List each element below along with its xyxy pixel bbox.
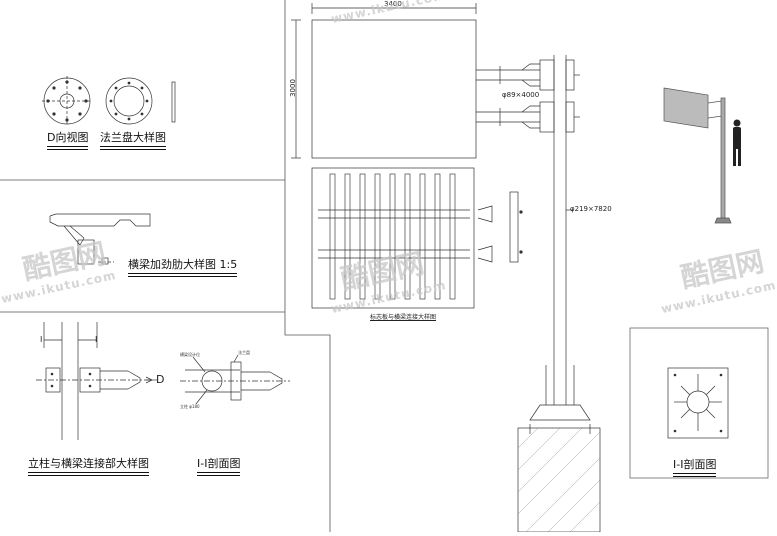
column-figure [517, 55, 601, 533]
label-section-mark-left: I [40, 335, 43, 344]
caption-column-beam-detail: 立柱与横梁连接部大样图 [28, 455, 149, 476]
perspective-figure [663, 87, 741, 224]
sign-beam-figure [311, 167, 523, 309]
caption-sign-beam-detail: 标志板与横梁连接大样图 [370, 314, 437, 321]
label-note-a: 横梁设计位 [180, 352, 200, 357]
caption-section-left: I-I剖面图 [197, 455, 241, 476]
dimension-board-height: 3000 [288, 79, 297, 97]
label-note-c: 立柱 φ180 [180, 404, 200, 409]
caption-section-right: I-I剖面图 [673, 456, 717, 477]
rib-figure [49, 213, 151, 265]
section-left-figure [180, 354, 290, 405]
caption-rib-detail: 横梁加劲肋大样图 1:5 [128, 256, 238, 277]
sign-board-figure [291, 3, 580, 159]
flange-figure [105, 77, 176, 125]
dimension-board-width: 3400 [384, 0, 402, 8]
d-view-figure [42, 76, 92, 126]
label-arrow-d: D [156, 373, 165, 386]
panel-borders [0, 0, 331, 532]
dimension-column-spec: φ219×7820 [570, 205, 612, 213]
label-note-b: 法兰盘 [238, 350, 250, 355]
dimension-beam-spec: φ89×4000 [502, 91, 540, 99]
caption-d-view: D向视图 [47, 129, 89, 150]
column-beam-figure [36, 322, 158, 440]
caption-flange-detail: 法兰盘大样图 [100, 129, 166, 150]
section-right-figure [629, 327, 769, 479]
label-section-mark-right: I [95, 335, 98, 344]
